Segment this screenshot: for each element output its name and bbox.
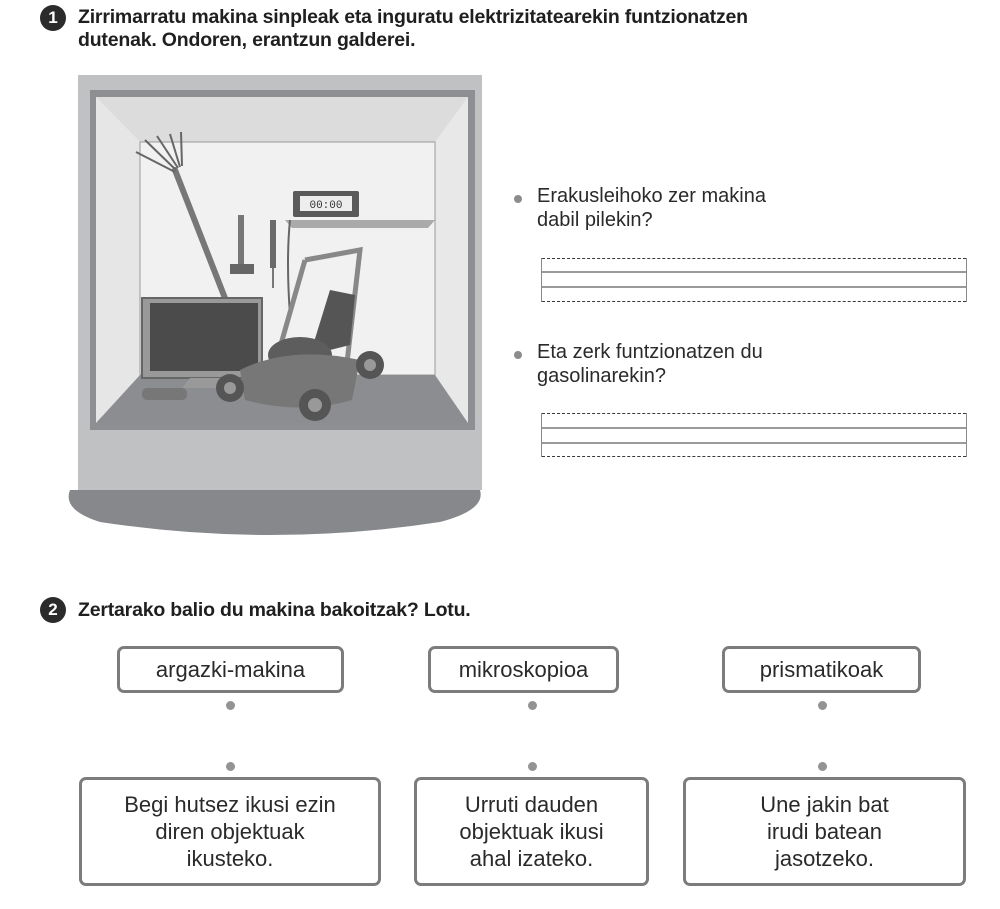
machine-box-mikroskopioa[interactable]: mikroskopioa (428, 646, 619, 693)
connector-dot[interactable] (818, 762, 827, 771)
machine-box-argazki-makina[interactable]: argazki-makina (117, 646, 344, 693)
use-box-1[interactable]: Begi hutsez ikusi ezin diren objektuak i… (79, 777, 381, 886)
answer-field-2[interactable] (541, 413, 967, 457)
svg-text:00:00: 00:00 (309, 200, 342, 212)
connector-dot[interactable] (528, 762, 537, 771)
question-2-line2: gasolinarekin? (537, 365, 666, 387)
question-2: Eta zerk funtzionatzen du gasolinarekin? (537, 340, 763, 388)
use-box-2[interactable]: Urruti dauden objektuak ikusi ahal izate… (414, 777, 649, 886)
machine-box-prismatikoak[interactable]: prismatikoak (722, 646, 921, 693)
question-bullet (514, 195, 522, 203)
answer-field-1[interactable] (541, 258, 967, 302)
connector-dot[interactable] (528, 701, 537, 710)
use-box-3[interactable]: Une jakin bat irudi batean jasotzeko. (683, 777, 966, 886)
exercise-number-badge: 1 (40, 5, 66, 31)
connector-dot[interactable] (818, 701, 827, 710)
connector-dot[interactable] (226, 762, 235, 771)
exercise-number-badge: 2 (40, 597, 66, 623)
exercise-1-title: Zirrimarratu makina sinpleak eta ingurat… (78, 6, 748, 52)
exercise-1-title-line1: Zirrimarratu makina sinpleak eta ingurat… (78, 6, 748, 28)
question-1: Erakusleihoko zer makina dabil pilekin? (537, 184, 766, 232)
exercise-1-title-line2: dutenak. Ondoren, erantzun galderei. (78, 29, 416, 51)
shop-window-icon: 00:00 (68, 75, 482, 535)
question-1-line2: dabil pilekin? (537, 209, 653, 231)
question-1-line1: Erakusleihoko zer makina (537, 185, 766, 207)
shop-window-illustration: 00:00 (40, 70, 500, 540)
question-2-line1: Eta zerk funtzionatzen du (537, 341, 763, 363)
exercise-2-title: Zertarako balio du makina bakoitzak? Lot… (78, 599, 471, 621)
question-bullet (514, 351, 522, 359)
connector-dot[interactable] (226, 701, 235, 710)
